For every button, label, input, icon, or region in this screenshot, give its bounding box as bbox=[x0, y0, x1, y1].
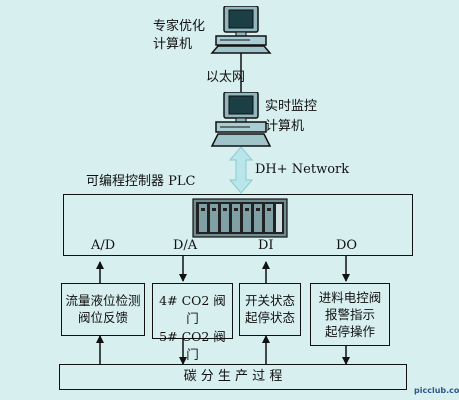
expert-computer-label-line2: 计算机 bbox=[153, 37, 193, 52]
monitor-computer-label-line2: 计算机 bbox=[265, 119, 305, 134]
do-module-label: DO bbox=[336, 238, 358, 253]
da-signal-box: 4# CO2 阀门 5# CO2 阀门 bbox=[152, 283, 233, 362]
plc-label: 可编程控制器 PLC bbox=[86, 174, 196, 189]
monitor-computer-icon bbox=[210, 92, 272, 147]
di-signal-line1: 开关状态 bbox=[244, 293, 295, 308]
do-signal-box: 进料电控阀 报警指示 起停操作 bbox=[310, 283, 390, 346]
do-signal-line2: 报警指示 bbox=[324, 307, 375, 322]
process-label: 碳 分 生 产 过 程 bbox=[183, 369, 283, 384]
dh-network-arrow bbox=[228, 146, 254, 194]
process-box: 碳 分 生 产 过 程 bbox=[59, 364, 407, 390]
di-module-label: DI bbox=[258, 238, 274, 253]
expert-computer-icon bbox=[210, 6, 272, 54]
do-signal-line3: 起停操作 bbox=[324, 324, 375, 339]
di-signal-line2: 起停状态 bbox=[244, 310, 295, 325]
ad-signal-line1: 流量液位检测 bbox=[65, 293, 141, 308]
expert-computer-label: 专家优化 计算机 bbox=[153, 18, 205, 54]
ad-signal-box: 流量液位检测 阀位反馈 bbox=[61, 283, 145, 336]
monitor-computer-label: 实时监控 计算机 bbox=[265, 97, 317, 137]
da-module-label: D/A bbox=[173, 238, 198, 253]
plc-rack-icon bbox=[192, 198, 288, 238]
expert-computer-label-line1: 专家优化 bbox=[153, 19, 206, 34]
da-signal-line2: 5# CO2 阀门 bbox=[159, 329, 226, 362]
watermark: picclub.com bbox=[414, 386, 459, 395]
di-signal-box: 开关状态 起停状态 bbox=[239, 283, 301, 336]
da-signal-line1: 4# CO2 阀门 bbox=[159, 293, 226, 326]
monitor-computer-label-line1: 实时监控 bbox=[265, 99, 318, 114]
ethernet-label: 以太网 bbox=[206, 70, 246, 85]
ad-signal-line2: 阀位反馈 bbox=[77, 310, 128, 325]
do-signal-line1: 进料电控阀 bbox=[318, 290, 382, 305]
ad-module-label: A/D bbox=[91, 238, 116, 253]
dh-network-label: DH+ Network bbox=[255, 162, 350, 177]
